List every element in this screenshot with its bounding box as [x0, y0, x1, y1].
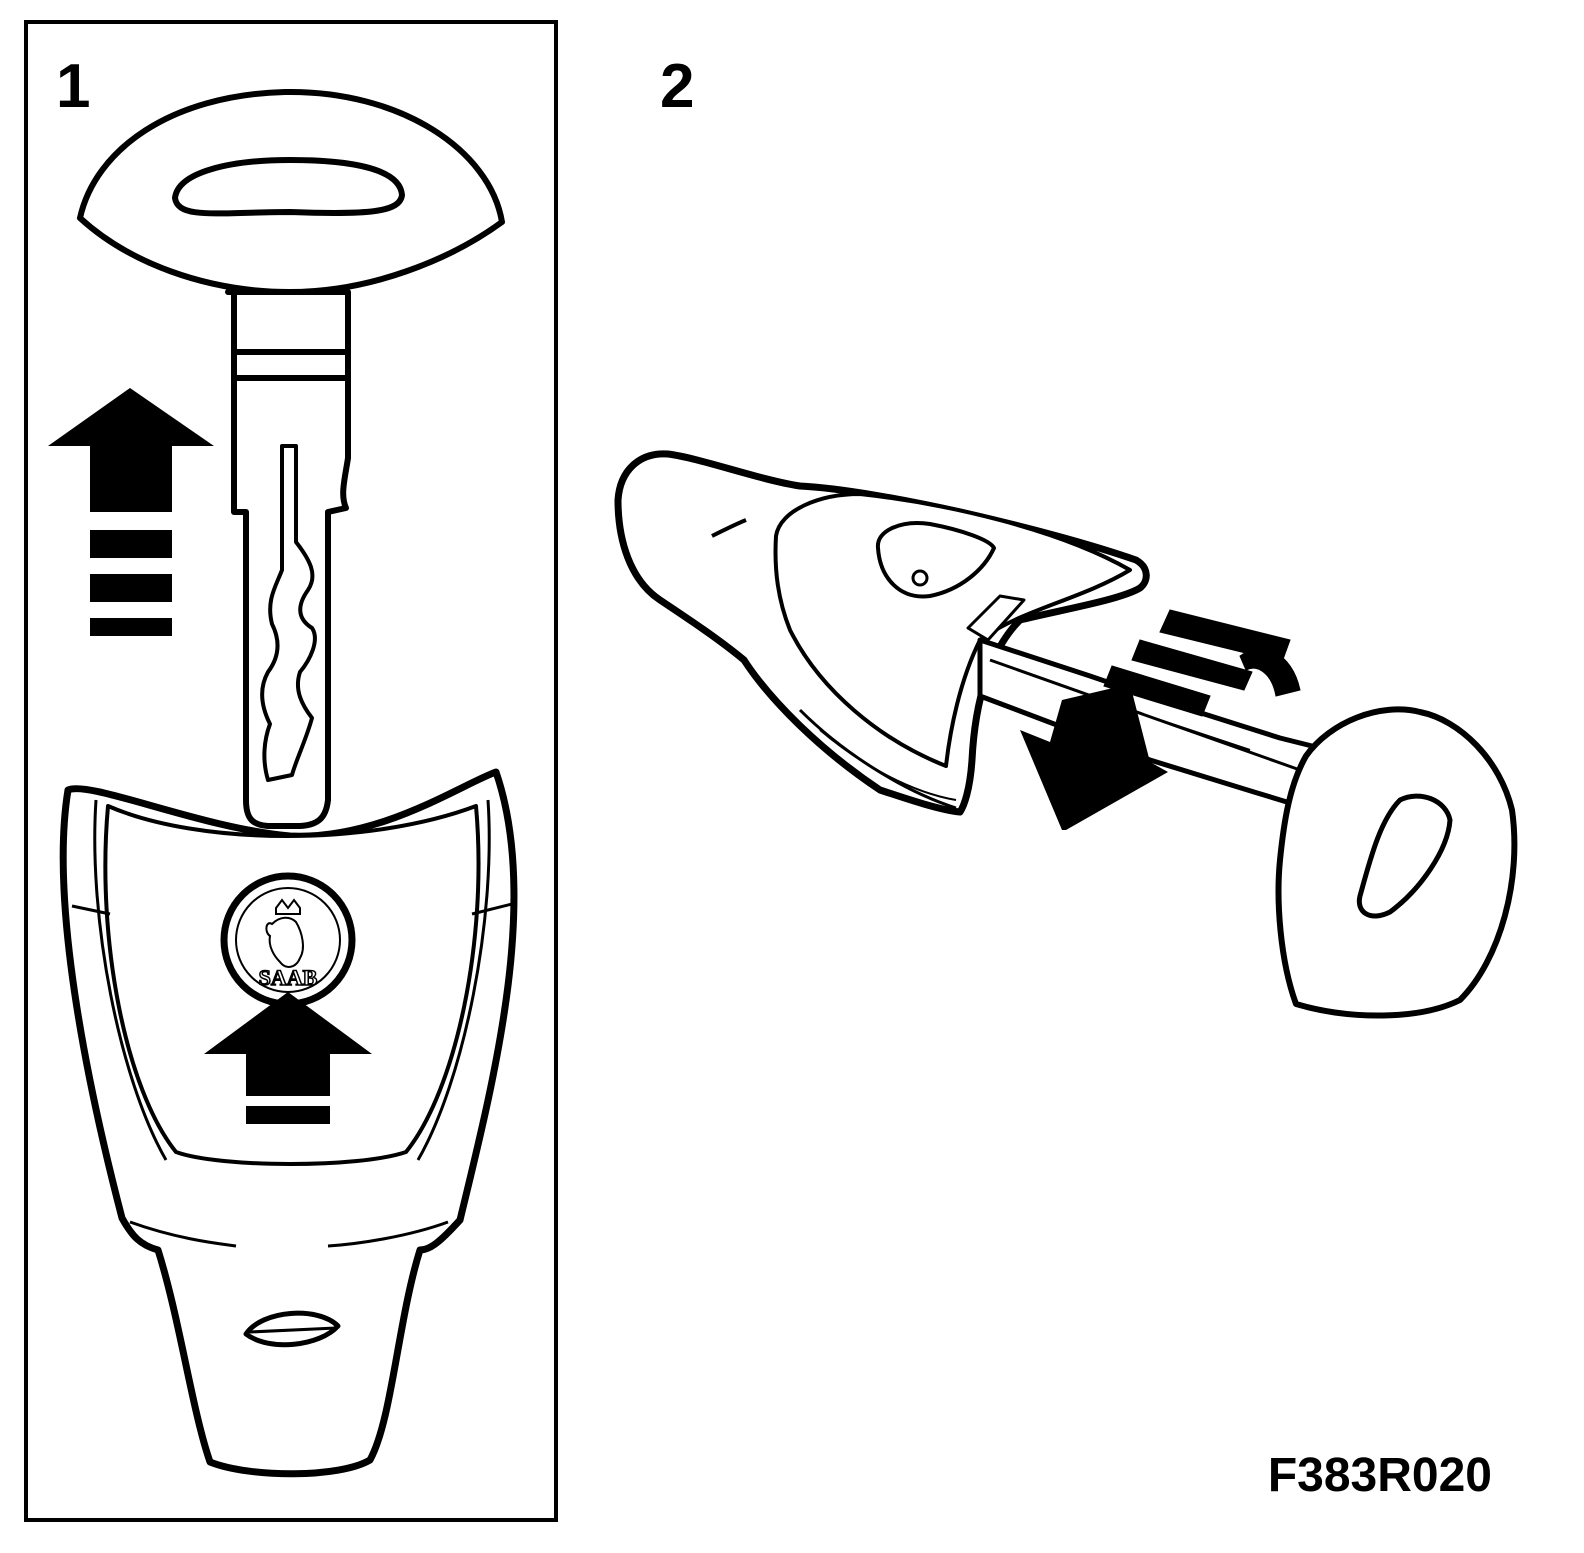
- fob-arrow-head: [204, 992, 372, 1096]
- stripe-2: [1131, 639, 1253, 691]
- pull-direction-stripes: [1103, 609, 1301, 717]
- arrow-up-icon: [48, 388, 214, 636]
- step-2-number: 2: [660, 52, 695, 121]
- arrow-up-dash-3: [90, 618, 172, 636]
- stripe-3: [1103, 665, 1211, 717]
- logo-crown: [275, 898, 301, 915]
- fob-key-slot: [966, 594, 1026, 642]
- arrow-down-right-icon: [1020, 684, 1168, 830]
- fob-side-crease: [711, 518, 747, 538]
- fob-button-dot: [911, 569, 929, 587]
- logo-griffin: [265, 916, 304, 968]
- logo-wordmark: SAAB: [259, 965, 318, 990]
- fob-slot-line: [249, 1326, 337, 1334]
- fob-left-inner-edge: [93, 799, 168, 1161]
- key-sliding-icon: [977, 637, 1518, 1019]
- diagonal-arrow: [1020, 684, 1168, 830]
- fob-right-inner-edge: [416, 799, 491, 1161]
- key-ring-slot: [172, 157, 405, 217]
- key-icon: [77, 88, 505, 829]
- step-1-number: 1: [56, 52, 91, 121]
- fob-arrow-dash: [246, 1106, 330, 1124]
- arrow-up-dash-2: [90, 574, 172, 602]
- saab-griffin-logo: SAAB: [220, 872, 356, 1008]
- fob-lower-seam-left: [129, 1220, 237, 1248]
- fob-left-seam: [71, 904, 111, 916]
- key-head-slot-perspective: [1356, 793, 1453, 919]
- fob-right-seam: [471, 902, 513, 916]
- arrow-up-dash-1: [90, 530, 172, 558]
- fob-button-recess: [875, 521, 996, 599]
- arrow-up-fob-icon: [204, 992, 372, 1124]
- figure-code: F383R020: [1267, 1449, 1492, 1502]
- fob-bottom-edge-2: [819, 729, 957, 801]
- fob-lower-seam-right: [327, 1220, 449, 1248]
- key-fob-perspective-icon: [614, 450, 1150, 816]
- key-cut-profile: [260, 444, 317, 782]
- rotation-band: [1239, 648, 1301, 697]
- arrow-up-head: [48, 388, 214, 512]
